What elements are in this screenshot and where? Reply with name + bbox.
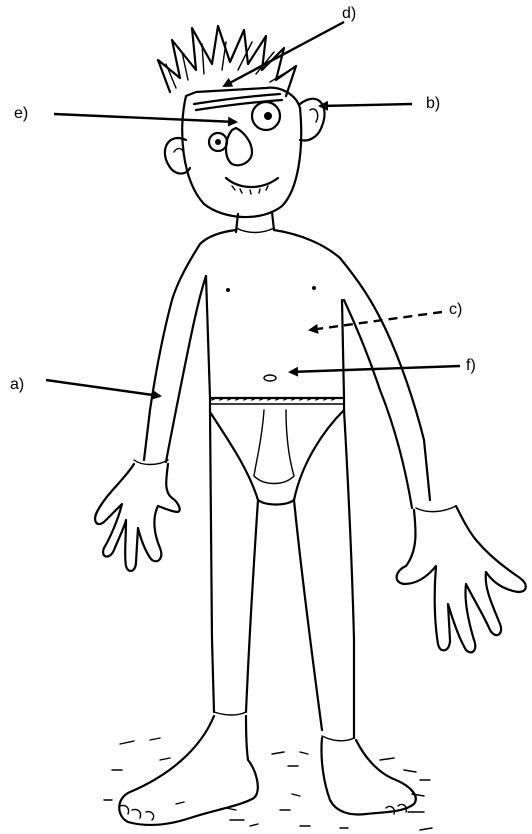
label-b: b) (426, 95, 440, 112)
label-a: a) (10, 376, 24, 393)
right-foot (321, 738, 415, 814)
mouth (226, 178, 278, 187)
right-leg (294, 410, 354, 738)
arrow-c (310, 312, 442, 330)
left-arm (144, 244, 206, 462)
briefs (210, 398, 344, 505)
left-leg (210, 412, 258, 712)
cartoon-boy-figure (95, 26, 526, 830)
navel (264, 375, 276, 381)
left-foot (119, 716, 258, 825)
arrow-e (54, 114, 236, 122)
nose (226, 128, 252, 165)
arrow-a (46, 380, 160, 396)
arrow-f (290, 366, 460, 372)
label-f: f) (466, 357, 476, 374)
right-hand (397, 506, 526, 652)
label-e: e) (14, 105, 28, 122)
arrow-b (320, 104, 412, 106)
labels: a) b) c) d) e) f) (10, 5, 476, 393)
neck (236, 212, 274, 232)
pointer-arrows (46, 22, 460, 396)
arrow-d (224, 22, 344, 86)
torso (200, 230, 344, 398)
head (182, 88, 301, 217)
label-d: d) (342, 5, 356, 22)
left-hand (95, 464, 179, 571)
label-c: c) (449, 301, 462, 318)
right-arm (340, 258, 430, 508)
